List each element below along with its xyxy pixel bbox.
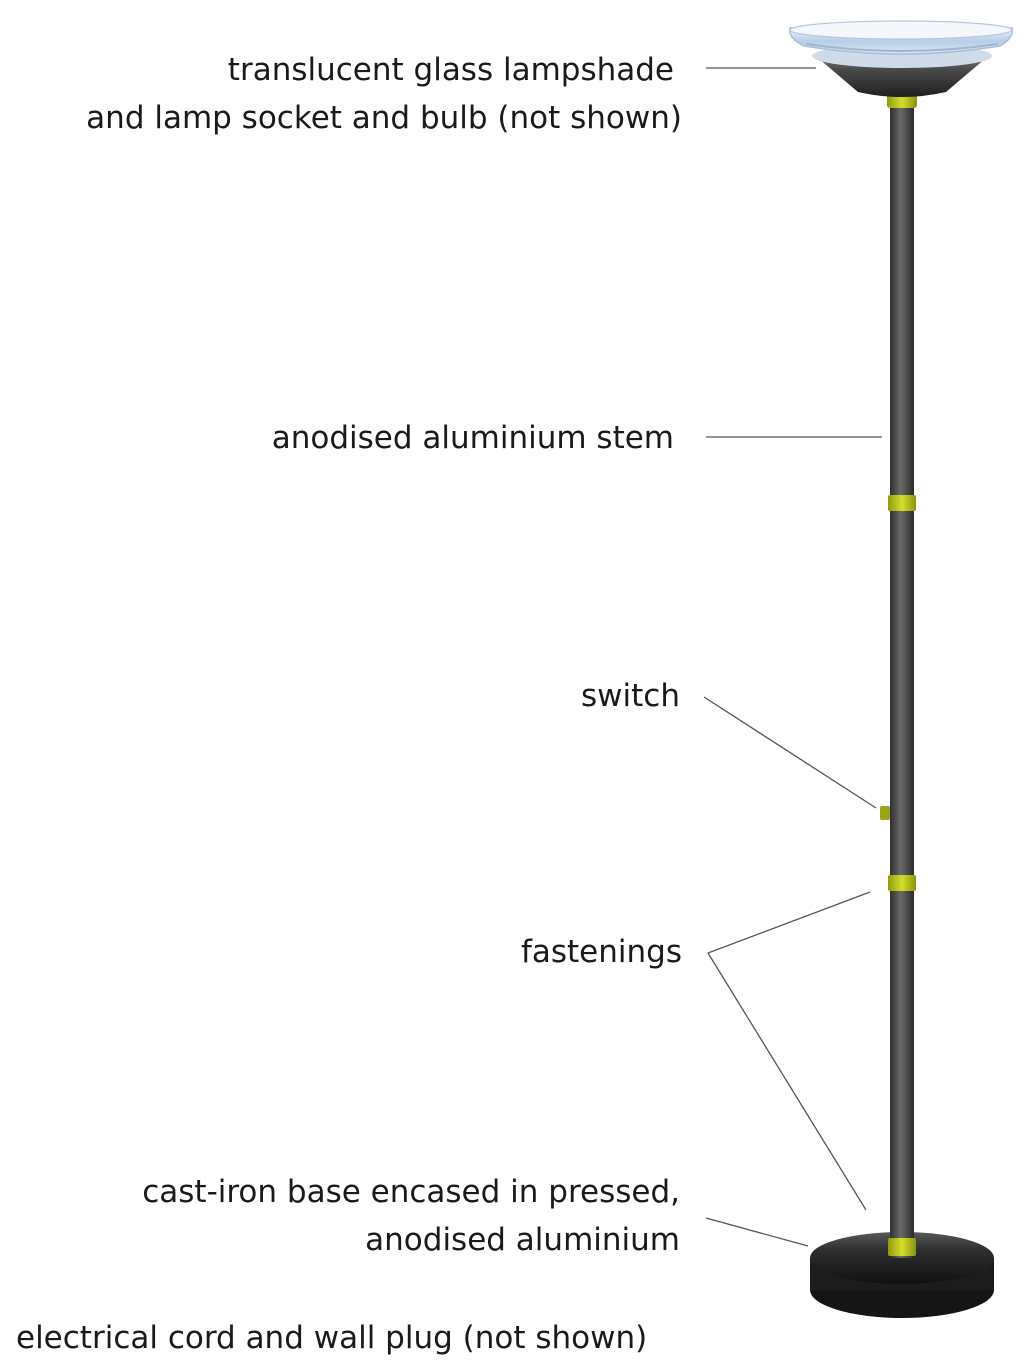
lamp-stem bbox=[890, 100, 914, 1258]
label-stem-text: anodised aluminium stem bbox=[271, 420, 674, 456]
label-switch-text: switch bbox=[581, 678, 680, 714]
fastening-lower bbox=[888, 875, 916, 891]
label-lampshade-line2: and lamp socket and bulb (not shown) bbox=[86, 100, 682, 136]
label-base: cast-iron base encased in pressed, anodi… bbox=[142, 1168, 680, 1264]
lampshade bbox=[789, 20, 1013, 97]
label-base-line2: anodised aluminium bbox=[365, 1222, 680, 1258]
fastening-upper bbox=[888, 495, 916, 511]
fastening-base bbox=[888, 1238, 916, 1256]
label-fastenings: fastenings bbox=[521, 928, 682, 976]
leader-fastenings-upper bbox=[707, 891, 871, 954]
leader-lines bbox=[703, 67, 882, 1247]
label-lampshade-line1: translucent glass lampshade bbox=[227, 52, 674, 88]
switch-marker bbox=[880, 806, 890, 820]
label-lampshade: translucent glass lampshade and lamp soc… bbox=[86, 46, 682, 142]
leader-base bbox=[705, 1217, 809, 1247]
leader-switch bbox=[703, 696, 877, 809]
lamp-base bbox=[810, 1232, 994, 1318]
label-cord: electrical cord and wall plug (not shown… bbox=[16, 1314, 647, 1362]
leader-fastenings-lower bbox=[707, 952, 867, 1211]
label-cord-text: electrical cord and wall plug (not shown… bbox=[16, 1320, 648, 1356]
label-switch: switch bbox=[581, 672, 680, 720]
label-base-line1: cast-iron base encased in pressed, bbox=[142, 1174, 680, 1210]
label-stem: anodised aluminium stem bbox=[272, 414, 674, 462]
label-fastenings-text: fastenings bbox=[520, 934, 682, 970]
